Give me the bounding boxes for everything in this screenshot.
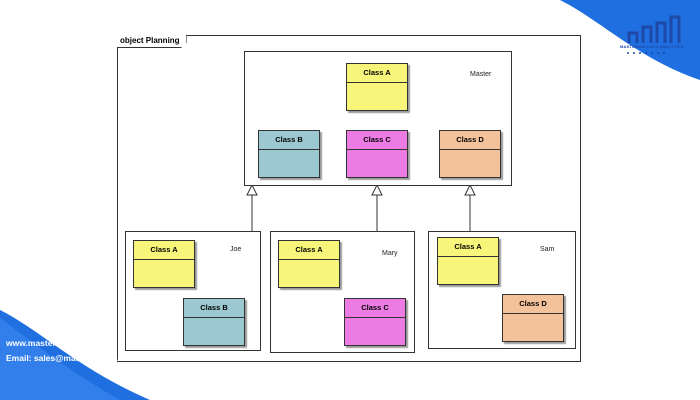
class-b-joe[interactable]: Class B [183, 298, 245, 346]
class-d-master[interactable]: Class D [439, 130, 501, 178]
class-name: Class C [347, 131, 407, 150]
email-text[interactable]: Email: sales@mastering-da.com [6, 353, 137, 363]
class-a-master[interactable]: Class A [346, 63, 408, 111]
class-name: Class C [345, 299, 405, 318]
package-label-master: Master [470, 71, 492, 78]
class-a-sam[interactable]: Class A [437, 237, 499, 285]
class-name: Class A [134, 241, 194, 260]
contact-info: www.mastering-da.com Email: sales@master… [6, 336, 137, 366]
class-c-mary[interactable]: Class C [344, 298, 406, 346]
website-link[interactable]: www.mastering-da.com [6, 338, 102, 348]
class-name: Class B [184, 299, 244, 318]
class-name: Class A [347, 64, 407, 83]
class-c-master[interactable]: Class C [346, 130, 408, 178]
class-b-master[interactable]: Class B [258, 130, 320, 178]
class-name: Class A [279, 241, 339, 260]
class-a-joe[interactable]: Class A [133, 240, 195, 288]
package-label-joe: Joe [230, 246, 242, 253]
class-name: Class D [503, 295, 563, 314]
class-name: Class D [440, 131, 500, 150]
logo-dots [627, 52, 665, 54]
class-name: Class A [438, 238, 498, 257]
brand-logo-text: MASTERING DATA ANALYTICS [620, 44, 684, 49]
class-d-sam[interactable]: Class D [502, 294, 564, 342]
package-label-sam: Sam [540, 246, 555, 253]
class-name: Class B [259, 131, 319, 150]
frame-title: object Planning [117, 35, 187, 48]
class-a-mary[interactable]: Class A [278, 240, 340, 288]
package-label-mary: Mary [382, 250, 398, 257]
brand-logo-icon [627, 15, 681, 43]
